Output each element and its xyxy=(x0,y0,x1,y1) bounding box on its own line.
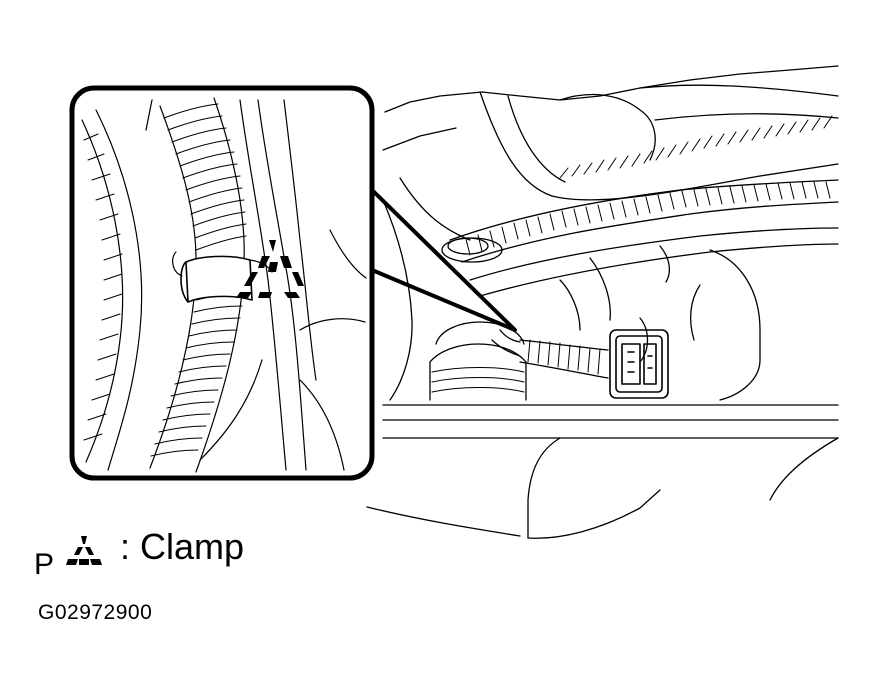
figure-code: G02972900 xyxy=(38,601,153,624)
zoom-inset xyxy=(69,85,375,481)
connector xyxy=(609,329,669,399)
connector-harness xyxy=(519,339,609,379)
ribbed-housing xyxy=(559,115,833,179)
clamp-marker-icon xyxy=(236,240,304,298)
legend-marker-label: P xyxy=(34,548,55,581)
legend: P : Clamp xyxy=(34,522,334,582)
hose-lower-ribs xyxy=(431,367,525,393)
legend-clamp-label: : Clamp xyxy=(120,526,245,567)
callout-pointer xyxy=(370,188,517,332)
clamp-triangle-icon xyxy=(66,536,102,565)
harness-ribs-upper xyxy=(465,181,831,256)
vehicle-view xyxy=(366,65,839,539)
